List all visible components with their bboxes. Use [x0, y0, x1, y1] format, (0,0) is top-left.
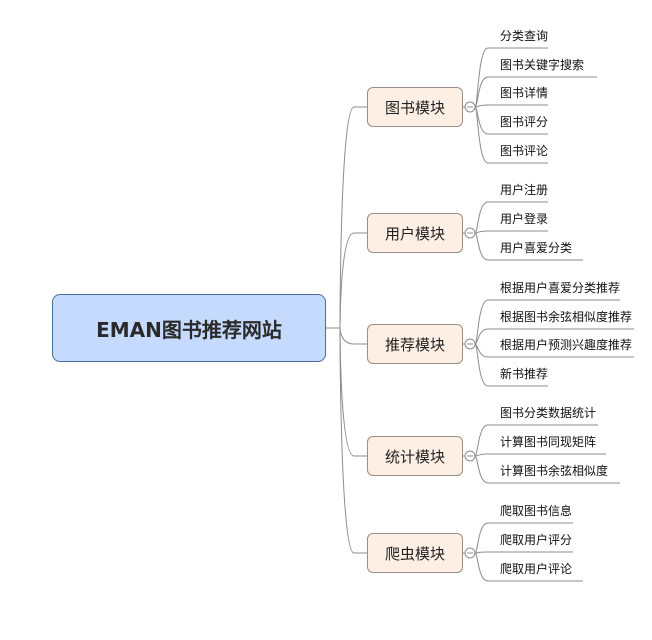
leaf-stat-cooccurrence[interactable]: 计算图书同现矩阵 [500, 435, 597, 449]
leaf-connector [474, 328, 634, 345]
leaf-connector [474, 104, 548, 108]
module-statistics[interactable]: 统计模块 [367, 436, 463, 476]
leaf-rec-new-books[interactable]: 新书推荐 [500, 367, 549, 381]
leaf-user-fav-category[interactable]: 用户喜爱分类 [500, 241, 573, 255]
module-connector [339, 327, 367, 345]
leaf-connector [474, 232, 583, 261]
root-node[interactable]: EMAN图书推荐网站 [52, 294, 326, 362]
leaf-stat-category-data[interactable]: 图书分类数据统计 [500, 406, 597, 420]
leaf-book-comment[interactable]: 图书评论 [500, 144, 549, 158]
leaf-connector [474, 76, 597, 108]
leaf-connector [474, 299, 620, 345]
module-connector [339, 327, 367, 554]
module-recommend[interactable]: 推荐模块 [367, 324, 463, 364]
module-book[interactable]: 图书模块 [367, 87, 463, 127]
leaf-book-keyword-search[interactable]: 图书关键字搜索 [500, 58, 585, 72]
leaf-connector [474, 522, 573, 554]
leaf-connector [474, 106, 548, 164]
module-connector [339, 106, 367, 329]
leaf-book-detail[interactable]: 图书详情 [500, 86, 549, 100]
leaf-connector [474, 552, 583, 582]
leaf-connector [474, 551, 573, 554]
leaf-connector [474, 201, 548, 234]
leaf-rec-by-category[interactable]: 根据用户喜爱分类推荐 [500, 281, 621, 295]
module-connector [339, 327, 367, 457]
leaf-connector [474, 453, 606, 457]
leaf-crawl-book-info[interactable]: 爬取图书信息 [500, 504, 573, 518]
leaf-connector [474, 455, 620, 484]
leaf-connector [474, 343, 548, 387]
leaf-user-register[interactable]: 用户注册 [500, 183, 549, 197]
leaf-connector [474, 424, 598, 457]
leaf-stat-cosine[interactable]: 计算图书余弦相似度 [500, 464, 609, 478]
leaf-crawl-user-rating[interactable]: 爬取用户评分 [500, 533, 573, 547]
leaf-connector [474, 230, 548, 234]
module-connector [339, 232, 367, 329]
leaf-rec-by-cosine[interactable]: 根据图书余弦相似度推荐 [500, 310, 633, 324]
leaf-rec-by-interest[interactable]: 根据用户预测兴趣度推荐 [500, 338, 633, 352]
leaf-crawl-user-comment[interactable]: 爬取用户评论 [500, 562, 573, 576]
leaf-book-category-query[interactable]: 分类查询 [500, 29, 549, 43]
leaf-user-login[interactable]: 用户登录 [500, 212, 549, 226]
module-crawler[interactable]: 爬虫模块 [367, 533, 463, 573]
module-user[interactable]: 用户模块 [367, 213, 463, 253]
leaf-book-rating[interactable]: 图书评分 [500, 115, 549, 129]
